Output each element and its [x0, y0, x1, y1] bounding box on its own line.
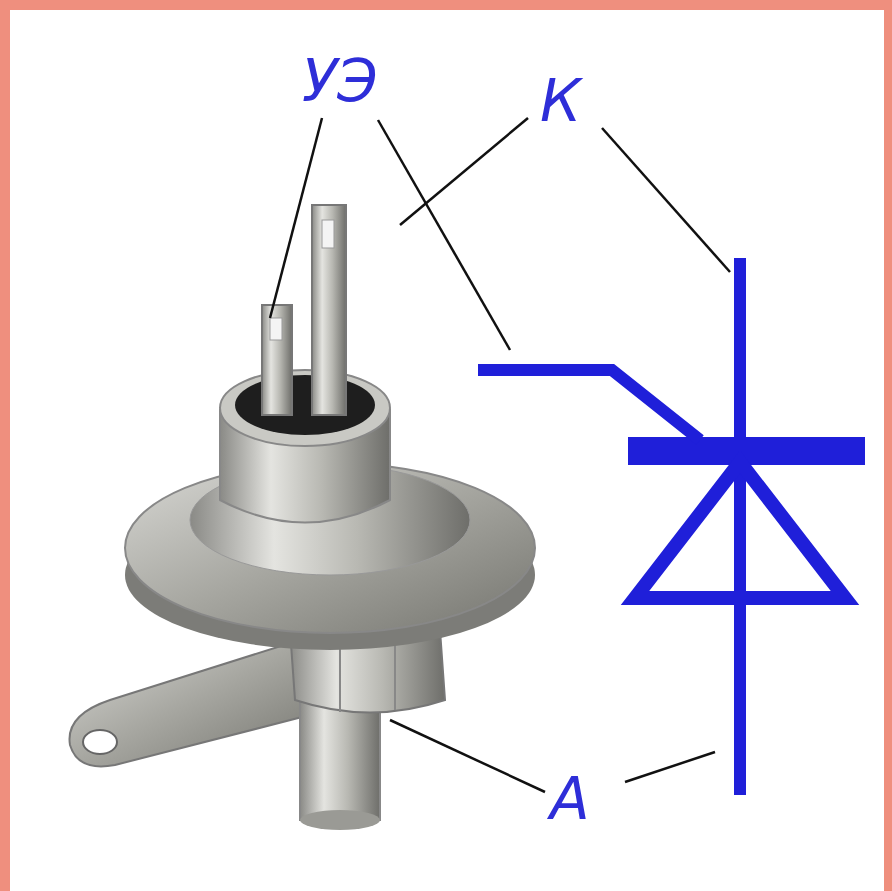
- thyristor-photo: [70, 205, 536, 830]
- part-label: УЭ: [302, 52, 378, 110]
- part-label: К: [540, 72, 581, 130]
- thyristor-symbol: [478, 258, 865, 795]
- part-label: А: [550, 770, 590, 828]
- leader-lines: [270, 118, 730, 792]
- ground: [10, 10, 884, 891]
